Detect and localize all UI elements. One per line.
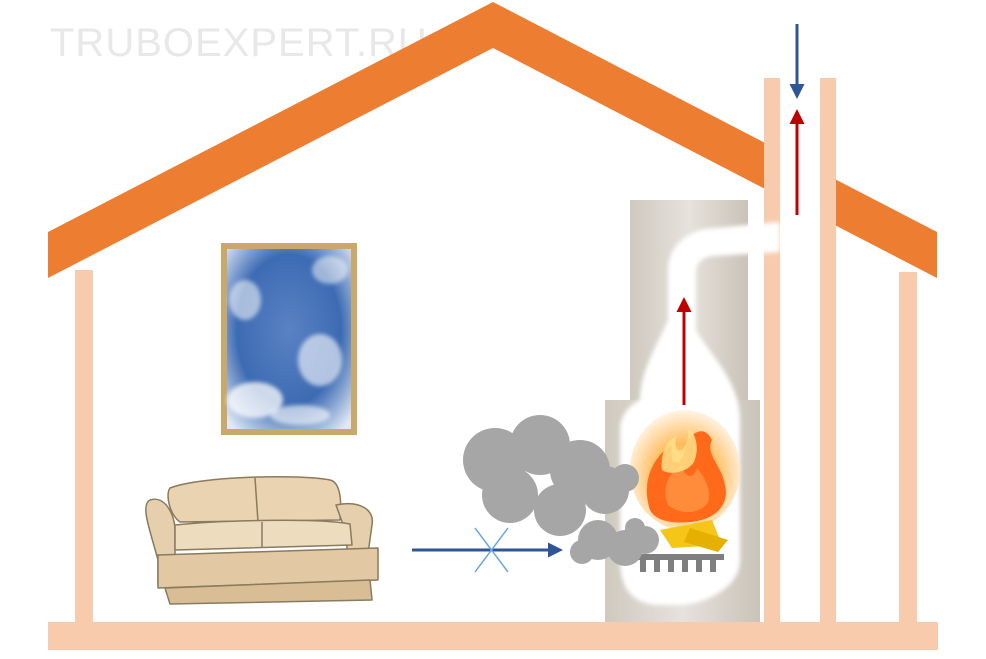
blocked-cross-icon (474, 527, 509, 573)
watermark-text: TRUBOEXPERT.RU (50, 21, 428, 65)
window-icon (221, 243, 357, 435)
sofa-icon (145, 475, 379, 605)
fireplace-icon (605, 200, 780, 622)
right-wall (899, 272, 917, 626)
chimney-icon (780, 78, 820, 622)
left-wall (75, 270, 93, 626)
smoke-cloud-icon (463, 415, 659, 566)
floor (48, 622, 938, 650)
chimney-left-wall (764, 78, 780, 622)
roof (48, 2, 937, 278)
chimney-right-wall (820, 78, 836, 622)
